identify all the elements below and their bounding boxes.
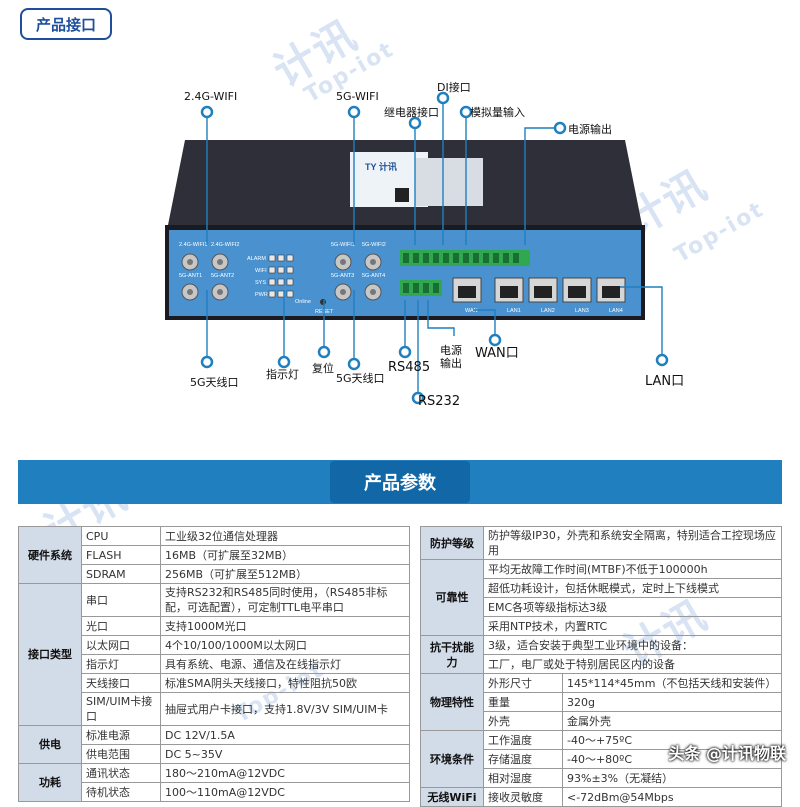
callout-power-out-2a: 电源 [440, 344, 462, 357]
callout-rs232: RS232 [418, 394, 461, 409]
brand-text: TY 计讯 [365, 161, 397, 172]
callout-relay: 继电器接口 [384, 106, 439, 119]
callout-rs485: RS485 [388, 360, 431, 375]
section-title: 产品参数 [330, 461, 470, 503]
credit-watermark: 头条 @计讯物联 [668, 744, 786, 763]
svg-text:LAN3: LAN3 [575, 308, 589, 314]
callout-wan: WAN口 [475, 346, 519, 361]
svg-text:LAN1: LAN1 [507, 308, 521, 314]
callout-5g-antenna-mid: 5G天线口 [336, 372, 385, 385]
svg-text:5G-ANT3: 5G-ANT3 [331, 273, 354, 279]
callout-wifi5g: 5G-WIFI [336, 90, 379, 103]
svg-text:PWR: PWR [255, 292, 268, 298]
section-header: 产品参数 [18, 460, 782, 504]
callout-reset: 复位 [312, 362, 334, 375]
svg-text:5G-ANT4: 5G-ANT4 [362, 273, 385, 279]
callout-indicator: 指示灯 [266, 368, 299, 381]
svg-text:WIFI: WIFI [255, 268, 267, 274]
callout-lan: LAN口 [645, 374, 685, 389]
svg-text:5G-ANT2: 5G-ANT2 [211, 273, 234, 279]
svg-text:Online: Online [295, 299, 311, 305]
svg-text:5G-WIFI1: 5G-WIFI1 [331, 242, 355, 248]
svg-text:SYS: SYS [255, 280, 266, 286]
svg-text:2.4G-WIFI1: 2.4G-WIFI1 [179, 242, 207, 248]
callout-power-out-2b: 输出 [440, 357, 462, 370]
callout-5g-antenna-left: 5G天线口 [190, 376, 239, 389]
callout-analog: 模拟量输入 [470, 106, 525, 119]
svg-text:ALARM: ALARM [247, 256, 266, 262]
svg-text:5G-ANT1: 5G-ANT1 [179, 273, 202, 279]
callout-di: DI接口 [437, 81, 471, 94]
callout-power-out: 电源输出 [568, 123, 612, 136]
svg-text:LAN4: LAN4 [609, 308, 623, 314]
svg-text:WAN: WAN [465, 308, 478, 314]
callout-wifi24: 2.4G-WIFI [184, 90, 238, 103]
svg-text:LAN2: LAN2 [541, 308, 555, 314]
section-badge: 产品接口 [20, 8, 112, 40]
svg-text:5G-WIFI2: 5G-WIFI2 [362, 242, 386, 248]
right-spec-table: 防护等级防护等级IP30，外壳和系统安全隔离，特别适合工控现场应用 可靠性平均无… [420, 526, 782, 807]
callout-lines [200, 91, 669, 405]
svg-text:2.4G-WIFI2: 2.4G-WIFI2 [211, 242, 239, 248]
